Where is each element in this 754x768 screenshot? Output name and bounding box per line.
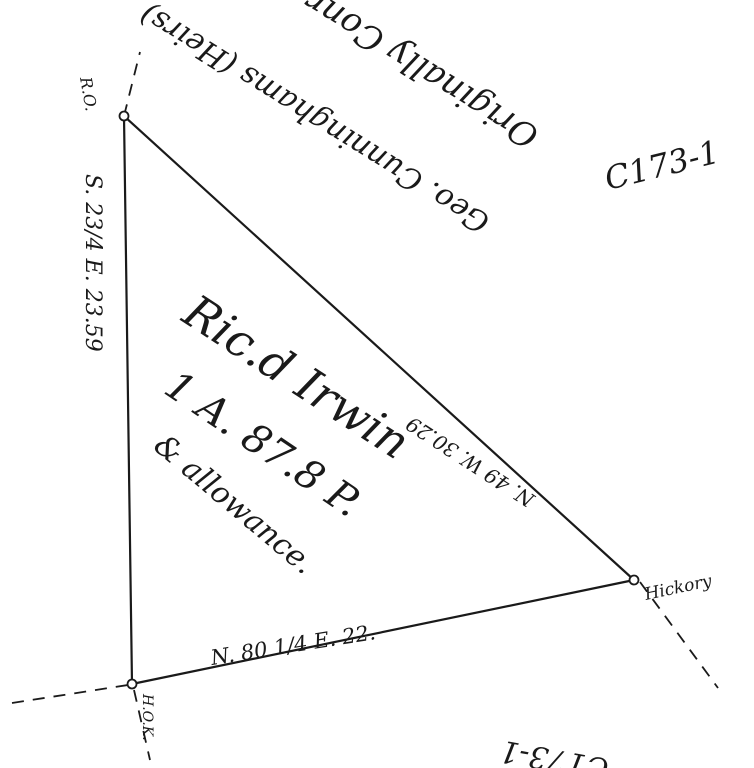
bearing-diagonal: N. 49 W. 30.29 xyxy=(401,411,539,512)
corner-marker-bottom xyxy=(126,678,138,690)
header-note-line2: Geo. Cunninghams (Heirs) xyxy=(134,0,496,240)
document-code-bottom: C173-1 xyxy=(497,733,611,768)
corner-marker-right xyxy=(628,574,640,586)
document-code: C173-1 xyxy=(601,133,723,198)
extension-line-top xyxy=(123,51,141,117)
corner-label-right: Hickory xyxy=(642,571,714,605)
extension-line-right xyxy=(639,581,719,689)
corner-label-bottom: H.O.K. xyxy=(139,693,155,741)
boundary-west-side xyxy=(122,114,134,686)
bearing-west-side: S. 23/4 E. 23.59 xyxy=(80,174,105,352)
boundary-diagonal xyxy=(122,114,636,582)
bearing-bottom-side: N. 80 1/4 E. 22. xyxy=(208,620,377,670)
extension-line-bottom-corner xyxy=(133,689,151,761)
extension-line-left xyxy=(11,684,129,704)
corner-marker-top xyxy=(118,110,130,122)
boundary-bottom-side xyxy=(130,578,636,686)
corner-label-top: R.O. xyxy=(76,74,101,112)
